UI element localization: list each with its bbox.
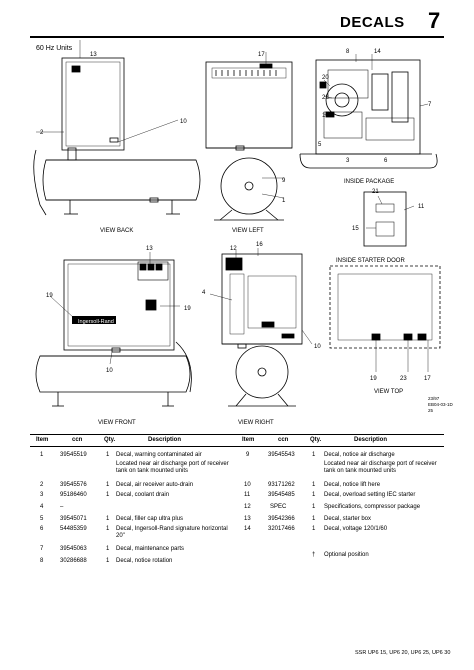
table-row: 8 30286688 1 Decal, notice rotation: [40, 558, 173, 564]
view-back-drawing: [33, 40, 201, 216]
callout: 13: [146, 246, 153, 252]
page-footer: SSR UP6 15, UP6 20, UP6 25, UP6 30: [355, 650, 451, 656]
table-row: 1 39545519 1 Decal, warning contaminated…: [40, 452, 202, 458]
col-header: Qty.: [310, 437, 322, 443]
col-header: Qty.: [104, 437, 116, 443]
callout: 23: [400, 376, 407, 382]
callout: 20: [322, 75, 329, 81]
view-right-drawing: [209, 248, 313, 407]
callout: 3: [346, 158, 350, 164]
table-row: 12 SPEC 1 Specifications, compressor pac…: [244, 504, 421, 510]
table-row: 10 93171262 1 Decal, notice lift here: [244, 482, 381, 488]
callout: 18: [322, 113, 329, 119]
callout: 10: [106, 368, 113, 374]
callout: 14: [374, 49, 381, 55]
callout: 17: [258, 52, 265, 58]
label-view-left: VIEW LEFT: [232, 228, 264, 234]
callout: 19: [184, 306, 191, 312]
table-row: 4 –: [40, 504, 64, 510]
callout: 11: [418, 204, 425, 210]
inside-starter-door-drawing: [363, 191, 415, 247]
callout: 19: [46, 293, 53, 299]
table-row-note: Located near air discharge port of recei…: [116, 461, 229, 474]
col-header: Description: [148, 437, 182, 443]
drawing-ref: 23/97: [428, 396, 440, 401]
view-front-drawing: [35, 252, 192, 407]
callout: 8: [346, 49, 350, 55]
callout: 12: [230, 246, 237, 252]
table-rule: [30, 434, 444, 435]
brand-plate: Ingersoll-Rand: [78, 319, 114, 325]
callout: 10: [314, 344, 321, 350]
callout: 1: [282, 198, 286, 204]
callout: 13: [90, 52, 97, 58]
callout: 22: [322, 95, 329, 101]
drawing-ref: EB04-03-1D: [428, 402, 454, 407]
col-header: Item: [242, 437, 255, 443]
header-rule: [30, 36, 444, 38]
table-row: † Optional position: [312, 552, 369, 558]
callout: 16: [256, 242, 263, 248]
callout: 5: [318, 142, 322, 148]
decal-diagram: VIEW BACK VIEW LEFT INSIDE PACKAGE INSID…: [33, 40, 454, 426]
table-row: 13 39542366 1 Decal, starter box: [244, 516, 372, 522]
page-title: DECALS: [340, 14, 405, 31]
label-inside-starter-door: INSIDE STARTER DOOR: [336, 258, 405, 264]
table-row: 14 32017466 1 Decal, voltage 120/1/60: [244, 526, 388, 532]
col-header: Item: [36, 437, 49, 443]
table-row: 2 39545576 1 Decal, air receiver auto-dr…: [40, 482, 194, 488]
label-view-right: VIEW RIGHT: [238, 420, 274, 426]
page-number: 7: [428, 8, 441, 33]
table-row: 9 39545543 1 Decal, notice air discharge: [246, 452, 395, 458]
drawing-ref: 25: [428, 408, 434, 413]
col-header: Description: [354, 437, 388, 443]
label-view-front: VIEW FRONT: [98, 420, 136, 426]
table-header-row: Item ccn Qty. Description Item ccn Qty. …: [30, 437, 444, 447]
inside-package-drawing: [299, 54, 438, 169]
callout: 17: [424, 376, 431, 382]
callout: 21: [372, 189, 379, 195]
table-row: 5 39545071 1 Decal, filler cap ultra plu…: [40, 516, 184, 522]
callout: 19: [370, 376, 377, 382]
callout: 6: [384, 158, 388, 164]
table-row: 6 54485359 1 Decal, Ingersoll-Rand signa…: [40, 526, 228, 539]
callout: 15: [352, 226, 359, 232]
callout: 10: [180, 119, 187, 125]
view-left-drawing: [205, 52, 293, 221]
label-view-back: VIEW BACK: [100, 228, 133, 234]
callout: 2: [40, 130, 44, 136]
table-row: 7 39545063 1 Decal, maintenance parts: [40, 546, 185, 552]
table-row: 3 95186460 1 Decal, coolant drain: [40, 492, 170, 498]
callout: 7: [428, 102, 432, 108]
callout: 4: [202, 290, 206, 296]
label-view-top: VIEW TOP: [374, 389, 403, 395]
section-label: 60 Hz Units: [36, 45, 73, 52]
view-top-drawing: [329, 265, 441, 372]
label-inside-package: INSIDE PACKAGE: [344, 179, 394, 185]
col-header: ccn: [278, 437, 289, 443]
col-header: ccn: [72, 437, 83, 443]
callout: 9: [282, 178, 286, 184]
table-row-note: Located near air discharge port of recei…: [324, 461, 437, 474]
table-rule: [30, 446, 444, 447]
table-row: 11 39545485 1 Decal, overload setting IE…: [244, 492, 416, 498]
